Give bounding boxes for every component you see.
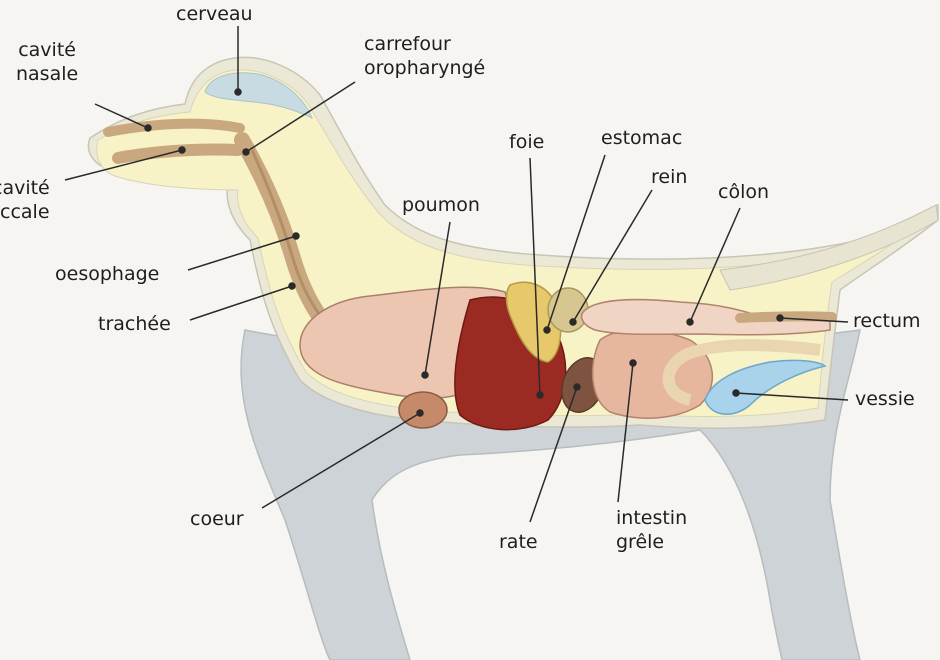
label-intestin-line1: intestin xyxy=(616,506,687,530)
dot-foie xyxy=(537,392,543,398)
dot-intestin xyxy=(630,360,636,366)
label-colon: côlon xyxy=(718,180,769,204)
label-oesophage: oesophage xyxy=(55,262,159,286)
dot-coeur xyxy=(417,410,423,416)
heart-shape xyxy=(399,392,447,428)
label-cavite-buccale-line2: ccale xyxy=(0,200,50,224)
label-foie: foie xyxy=(509,130,544,154)
dot-colon xyxy=(687,319,693,325)
label-vessie: vessie xyxy=(855,387,915,411)
dot-cavite-nasale xyxy=(145,125,151,131)
label-coeur: coeur xyxy=(190,507,244,531)
label-cavite-nasale-line2: nasale xyxy=(16,62,78,86)
label-cerveau: cerveau xyxy=(176,2,253,26)
dot-estomac xyxy=(544,327,550,333)
label-cavite-buccale: cavité ccale xyxy=(0,176,50,224)
label-cavite-nasale-line1: cavité xyxy=(16,38,78,62)
label-estomac: estomac xyxy=(601,126,682,150)
label-carrefour-oropharynge: carrefour oropharyngé xyxy=(364,32,485,80)
dot-carrefour xyxy=(243,149,249,155)
dot-rectum xyxy=(777,315,783,321)
label-trachee: trachée xyxy=(98,312,171,336)
label-carrefour-line2: oropharyngé xyxy=(364,56,485,80)
label-rein: rein xyxy=(651,165,687,189)
label-intestin-grele: intestin grêle xyxy=(616,506,687,554)
label-carrefour-line1: carrefour xyxy=(364,32,485,56)
dot-vessie xyxy=(733,390,739,396)
dot-trachee xyxy=(289,283,295,289)
label-rate: rate xyxy=(499,530,538,554)
label-rectum: rectum xyxy=(853,309,921,333)
label-intestin-line2: grêle xyxy=(616,530,687,554)
label-cavite-buccale-line1: cavité xyxy=(0,176,50,200)
dot-cavite-buccale xyxy=(179,147,185,153)
dot-oesophage xyxy=(293,233,299,239)
dot-poumon xyxy=(422,372,428,378)
dot-cerveau xyxy=(235,89,241,95)
dot-rein xyxy=(570,319,576,325)
label-poumon: poumon xyxy=(402,193,480,217)
dot-rate xyxy=(574,384,580,390)
small-intestine-shape xyxy=(593,330,713,418)
label-cavite-nasale: cavité nasale xyxy=(16,38,78,86)
